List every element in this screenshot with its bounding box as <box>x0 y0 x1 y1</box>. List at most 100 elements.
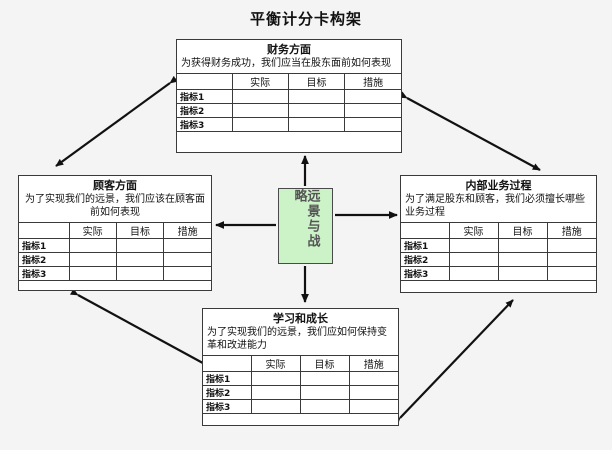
cell-measure[interactable] <box>163 252 211 267</box>
table-row: 指标2 <box>401 252 596 267</box>
row-label-3: 指标3 <box>203 399 252 414</box>
table-row: 指标2 <box>19 252 211 267</box>
header-target: 目标 <box>497 222 548 239</box>
internal-table: 实际 目标 措施 指标1 指标2 指标3 <box>401 222 596 281</box>
cell-measure[interactable] <box>344 103 401 118</box>
header-corner <box>401 222 450 239</box>
table-row: 指标3 <box>177 117 401 132</box>
cell-target[interactable] <box>497 238 548 253</box>
cell-target[interactable] <box>287 89 346 104</box>
vision-strategy-box[interactable]: 远景与战略 <box>278 188 333 264</box>
table-header-row: 实际 目标 措施 <box>19 222 211 239</box>
table-row: 指标3 <box>19 266 211 281</box>
internal-description: 为了满足股东和顾客，我们必须擅长哪些业务过程 <box>405 194 585 218</box>
arrow-learning-internal <box>392 299 514 426</box>
cell-target[interactable] <box>497 252 548 267</box>
cell-measure[interactable] <box>344 89 401 104</box>
table-row: 指标3 <box>401 266 596 281</box>
cell-actual[interactable] <box>448 266 499 281</box>
header-actual: 实际 <box>448 222 499 239</box>
cell-actual[interactable] <box>448 238 499 253</box>
table-row: 指标1 <box>401 238 596 253</box>
header-target: 目标 <box>115 222 165 239</box>
header-target: 目标 <box>287 73 346 90</box>
perspective-box-customer[interactable]: 顾客方面 为了实现我们的远景，我们应该在顾客面前如何表现 实际 目标 措施 指标… <box>18 175 212 291</box>
header-actual: 实际 <box>250 355 301 372</box>
row-label-2: 指标2 <box>203 385 252 400</box>
cell-measure[interactable] <box>163 238 211 253</box>
row-label-3: 指标3 <box>177 117 233 132</box>
table-row: 指标1 <box>19 238 211 253</box>
page-title: 平衡计分卡构架 <box>249 10 362 28</box>
table-row: 指标2 <box>177 103 401 118</box>
perspective-box-learning[interactable]: 学习和成长 为了实现我们的远景，我们应如何保持变革和改进能力 实际 目标 措施 … <box>202 308 399 426</box>
cell-actual[interactable] <box>231 89 289 104</box>
cell-target[interactable] <box>115 266 165 281</box>
learning-table: 实际 目标 措施 指标1 指标2 指标3 <box>203 355 398 414</box>
cell-target[interactable] <box>115 238 165 253</box>
cell-target[interactable] <box>299 371 350 386</box>
learning-heading: 学习和成长 <box>273 312 328 325</box>
cell-actual[interactable] <box>68 266 117 281</box>
header-measure: 措施 <box>163 222 211 239</box>
cell-measure[interactable] <box>546 238 596 253</box>
cell-actual[interactable] <box>448 252 499 267</box>
cell-actual[interactable] <box>250 385 301 400</box>
row-label-2: 指标2 <box>19 252 70 267</box>
cell-target[interactable] <box>115 252 165 267</box>
arrow-financial-customer <box>55 75 178 167</box>
cell-measure[interactable] <box>344 117 401 132</box>
row-label-3: 指标3 <box>19 266 70 281</box>
financial-table: 实际 目标 措施 指标1 指标2 指标3 <box>177 73 401 132</box>
row-label-1: 指标1 <box>203 371 252 386</box>
perspective-box-financial[interactable]: 财务方面 为获得财务成功，我们应当在股东面前如何表现 实际 目标 措施 指标1 … <box>176 39 402 153</box>
cell-measure[interactable] <box>546 266 596 281</box>
cell-measure[interactable] <box>546 252 596 267</box>
cell-actual[interactable] <box>250 399 301 414</box>
customer-table: 实际 目标 措施 指标1 指标2 指标3 <box>19 222 211 281</box>
table-header-row: 实际 目标 措施 <box>203 355 398 372</box>
cell-actual[interactable] <box>68 252 117 267</box>
header-corner <box>203 355 252 372</box>
cell-target[interactable] <box>299 399 350 414</box>
header-measure: 措施 <box>348 355 398 372</box>
cell-measure[interactable] <box>348 371 398 386</box>
financial-description: 为获得财务成功，我们应当在股东面前如何表现 <box>181 58 391 69</box>
cell-actual[interactable] <box>231 117 289 132</box>
table-row: 指标2 <box>203 385 398 400</box>
header-corner <box>177 73 233 90</box>
financial-heading: 财务方面 <box>267 43 311 56</box>
row-label-1: 指标1 <box>19 238 70 253</box>
cell-measure[interactable] <box>348 399 398 414</box>
cell-target[interactable] <box>287 103 346 118</box>
table-header-row: 实际 目标 措施 <box>401 222 596 239</box>
table-row: 指标1 <box>177 89 401 104</box>
row-label-2: 指标2 <box>177 103 233 118</box>
header-target: 目标 <box>299 355 350 372</box>
cell-measure[interactable] <box>163 266 211 281</box>
perspective-box-internal[interactable]: 内部业务过程 为了满足股东和顾客，我们必须擅长哪些业务过程 实际 目标 措施 指… <box>400 175 597 293</box>
cell-actual[interactable] <box>250 371 301 386</box>
vision-strategy-label: 远景与战略 <box>291 189 320 249</box>
table-row: 指标3 <box>203 399 398 414</box>
cell-actual[interactable] <box>68 238 117 253</box>
row-label-1: 指标1 <box>177 89 233 104</box>
header-corner <box>19 222 70 239</box>
row-label-1: 指标1 <box>401 238 450 253</box>
arrow-customer-learning <box>70 288 213 369</box>
table-header-row: 实际 目标 措施 <box>177 73 401 90</box>
table-row: 指标1 <box>203 371 398 386</box>
row-label-3: 指标3 <box>401 266 450 281</box>
cell-measure[interactable] <box>348 385 398 400</box>
header-measure: 措施 <box>546 222 596 239</box>
header-actual: 实际 <box>231 73 289 90</box>
header-measure: 措施 <box>344 73 401 90</box>
learning-description: 为了实现我们的远景，我们应如何保持变革和改进能力 <box>207 327 387 351</box>
cell-target[interactable] <box>299 385 350 400</box>
cell-actual[interactable] <box>231 103 289 118</box>
cell-target[interactable] <box>287 117 346 132</box>
cell-target[interactable] <box>497 266 548 281</box>
internal-heading: 内部业务过程 <box>465 179 532 192</box>
